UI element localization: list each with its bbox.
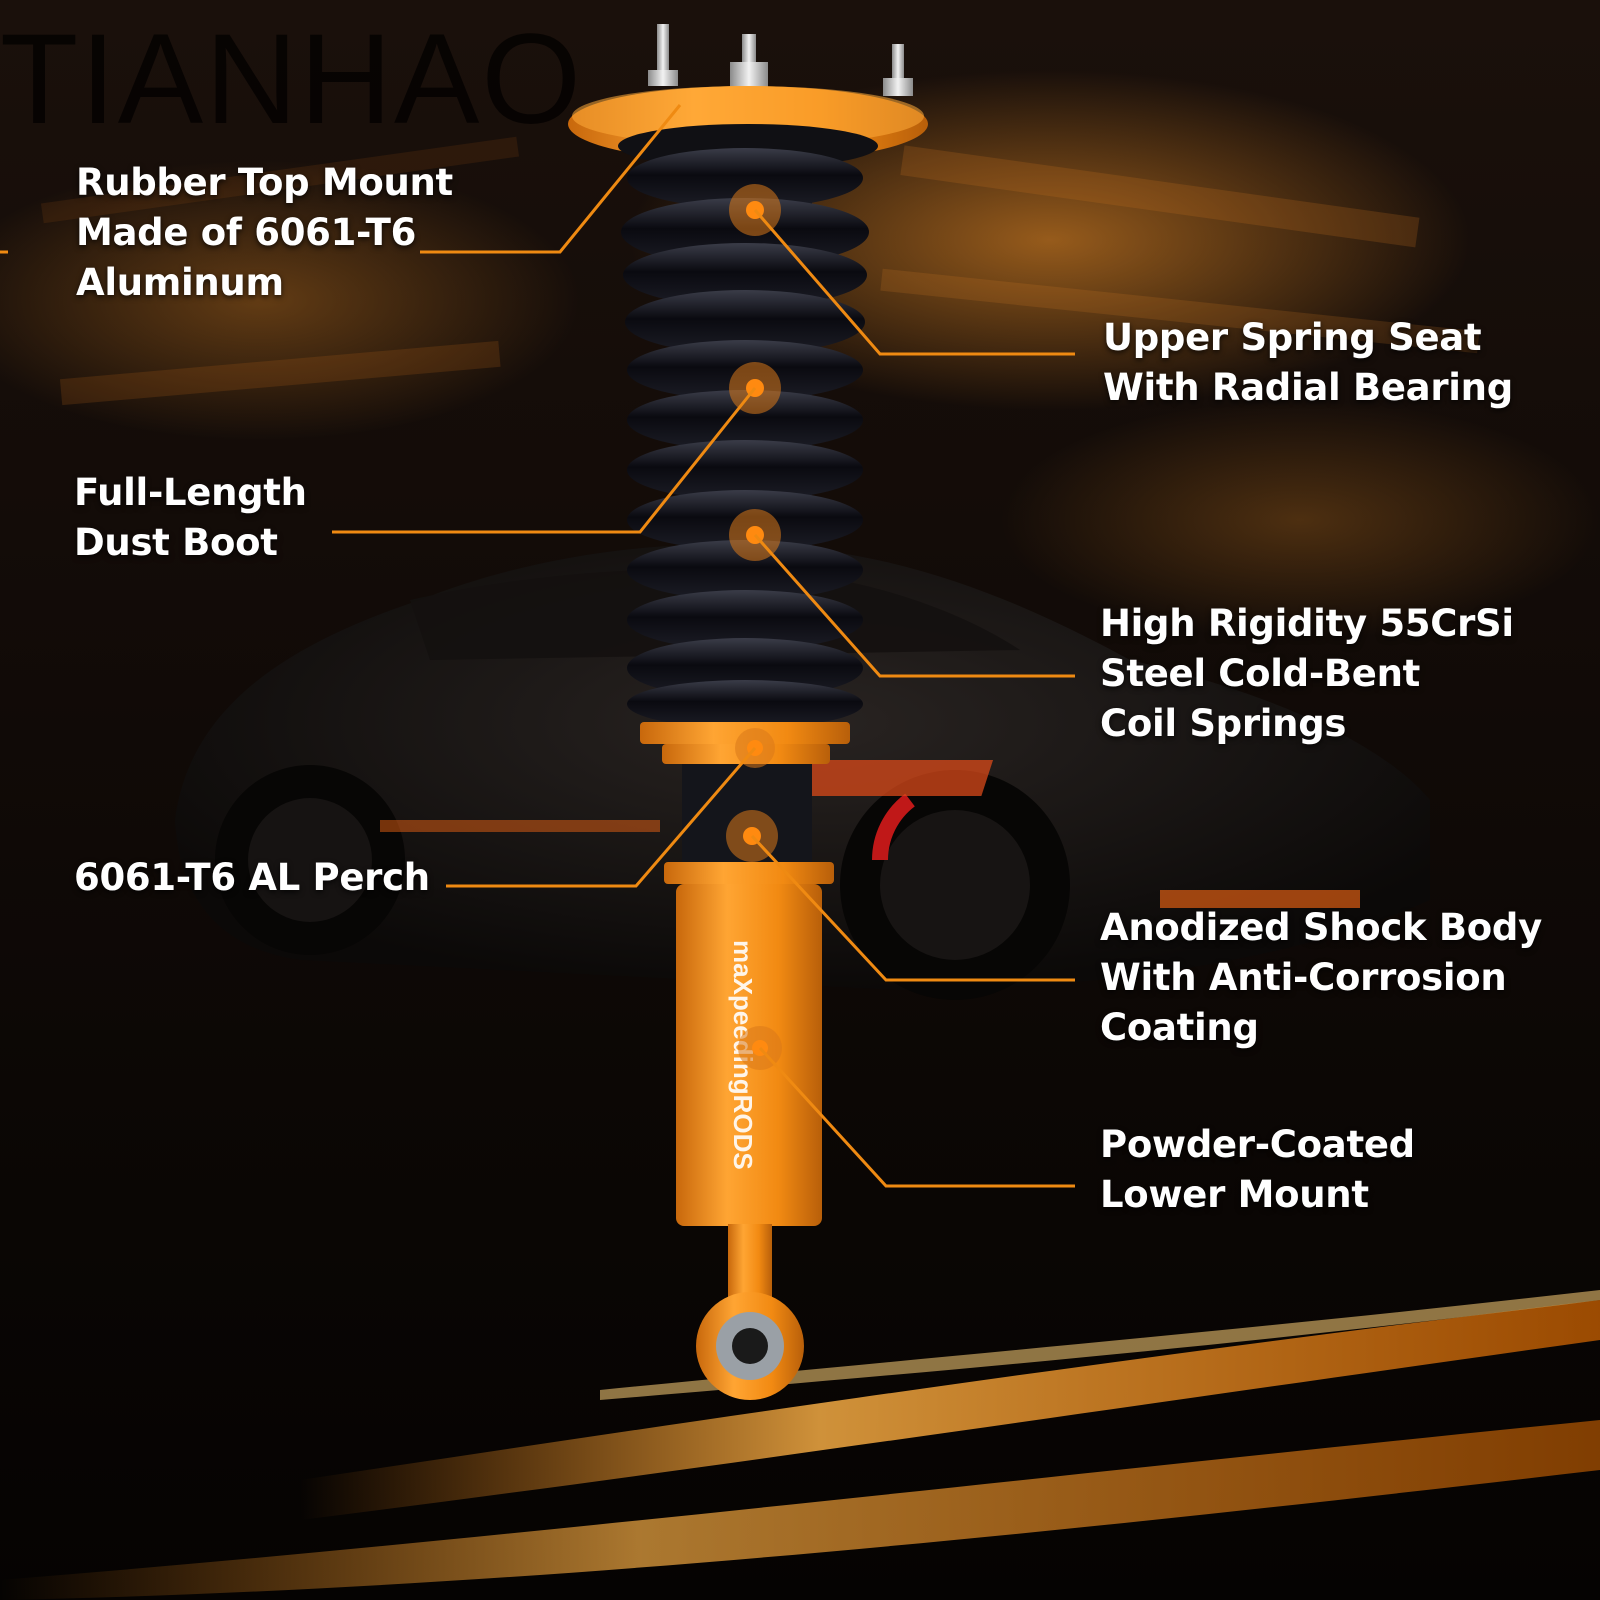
callout-line: Rubber Top Mount <box>76 161 453 204</box>
callout-line: Aluminum <box>76 261 284 304</box>
callout-top-mount: Rubber Top Mount Made of 6061-T6 Aluminu… <box>76 158 453 308</box>
callout-line: Coating <box>1100 1006 1259 1049</box>
callout-line: Coil Springs <box>1100 702 1347 745</box>
callout-line: 6061-T6 AL Perch <box>74 856 430 899</box>
callout-line: Lower Mount <box>1100 1173 1369 1216</box>
callout-line: With Anti-Corrosion <box>1100 956 1507 999</box>
leader-spring-seat <box>753 209 1075 356</box>
callout-line: Full-Length <box>74 471 307 514</box>
callout-shock-body: Anodized Shock Body With Anti-Corrosion … <box>1100 903 1542 1053</box>
coil-spring <box>621 148 869 728</box>
callout-line: Anodized Shock Body <box>1100 906 1542 949</box>
callout-line: With Radial Bearing <box>1103 366 1513 409</box>
leader-top-mount <box>420 104 682 254</box>
callout-line: Upper Spring Seat <box>1103 316 1482 359</box>
lower-mount <box>696 1224 804 1400</box>
callout-line: Made of 6061-T6 <box>76 211 417 254</box>
leader-lower-mount <box>758 1046 1075 1188</box>
callout-line: Powder-Coated <box>1100 1123 1415 1166</box>
mount-studs <box>648 24 913 96</box>
callout-spring-seat: Upper Spring Seat With Radial Bearing <box>1103 313 1513 413</box>
callout-line: Dust Boot <box>74 521 278 564</box>
leader-shock-body <box>750 834 1075 982</box>
callout-coil-springs: High Rigidity 55CrSi Steel Cold-Bent Coi… <box>1100 599 1514 749</box>
callout-line: High Rigidity 55CrSi <box>1100 602 1514 645</box>
callout-line: Steel Cold-Bent <box>1100 652 1421 695</box>
leader-lines <box>0 104 1075 1188</box>
callout-perch: 6061-T6 AL Perch <box>74 853 430 903</box>
callout-dust-boot: Full-Length Dust Boot <box>74 468 307 568</box>
watermark-text: TIANHAO <box>0 8 583 151</box>
leader-dust-boot <box>332 387 757 534</box>
leader-coil-springs <box>753 534 1075 678</box>
light-streaks <box>0 1290 1600 1600</box>
callout-lower-mount: Powder-Coated Lower Mount <box>1100 1120 1415 1220</box>
leader-perch <box>446 747 757 888</box>
